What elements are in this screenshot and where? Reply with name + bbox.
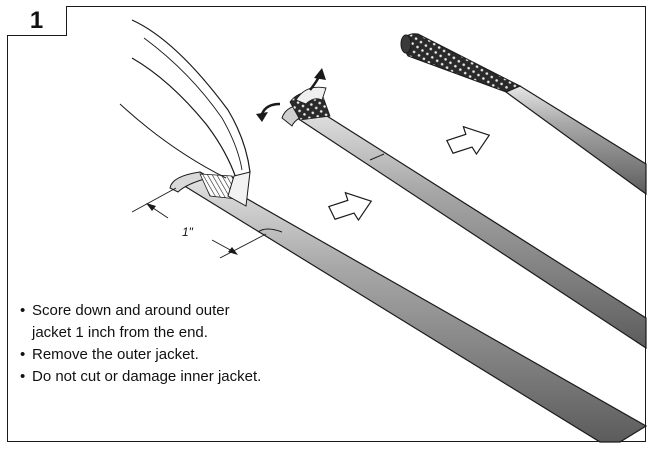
dimension-arrow-left [146, 203, 156, 211]
instruction-item-2: Remove the outer jacket. [20, 344, 261, 366]
step-number: 1 [29, 6, 44, 34]
knife-handle-inner [143, 37, 243, 171]
peel-arrow-up-head [314, 68, 326, 80]
dimension-extension-left [131, 187, 177, 213]
cable-stripped [400, 33, 647, 196]
instruction-3-line-1: Do not cut or damage inner jacket. [32, 368, 262, 385]
instruction-2-line-1: Remove the outer jacket. [32, 346, 199, 363]
peel-arrow-left [260, 102, 281, 115]
cable-3-jacket [504, 85, 647, 196]
instruction-item-3: Do not cut or damage inner jacket. [20, 366, 261, 388]
knife-handle [131, 19, 251, 179]
instruction-1-line-1: Score down and around outer [32, 302, 230, 319]
knife-back-edge [119, 103, 227, 179]
progression-arrows [327, 125, 491, 222]
progression-arrow-1 [327, 191, 373, 222]
knife-blade [227, 171, 251, 207]
instruction-1-line-2: jacket 1 inch from the end. [32, 324, 208, 341]
peel-arrow-left-head [256, 112, 268, 122]
dimension-arrow-right [228, 247, 238, 255]
dimension-extension-right [219, 233, 267, 259]
cable-3-end [400, 34, 412, 54]
step-number-badge: 1 [7, 6, 67, 36]
cable-peeling [256, 68, 647, 350]
cable-3-inner-jacket [401, 33, 522, 93]
cable-2-peeled-flap [295, 86, 327, 105]
dimension-label: 1" [182, 225, 194, 239]
dimension-callout: 1" [131, 187, 267, 259]
instruction-item-1: Score down and around outer jacket 1 inc… [20, 300, 261, 344]
score-line [257, 228, 283, 233]
utility-knife [119, 19, 251, 207]
instruction-list: Score down and around outer jacket 1 inc… [20, 300, 261, 388]
progression-arrow-2 [445, 125, 491, 156]
cable-2-score-line [369, 153, 385, 161]
